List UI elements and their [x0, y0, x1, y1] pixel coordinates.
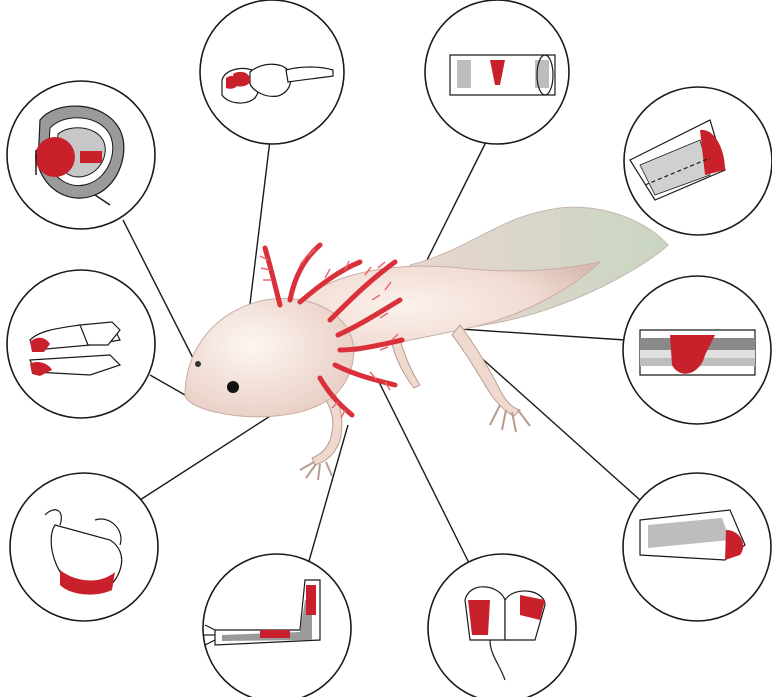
axolotl-nostril: [195, 361, 201, 367]
axolotl-hind-limb: [452, 325, 520, 416]
axolotl-rear-limb-small: [392, 340, 420, 388]
spinal-cord-inset: [450, 55, 555, 95]
axolotl-eye: [227, 381, 239, 393]
axolotl-head: [185, 298, 354, 416]
axolotl-fore-toes: [300, 462, 332, 480]
skin-inset: [640, 330, 755, 375]
